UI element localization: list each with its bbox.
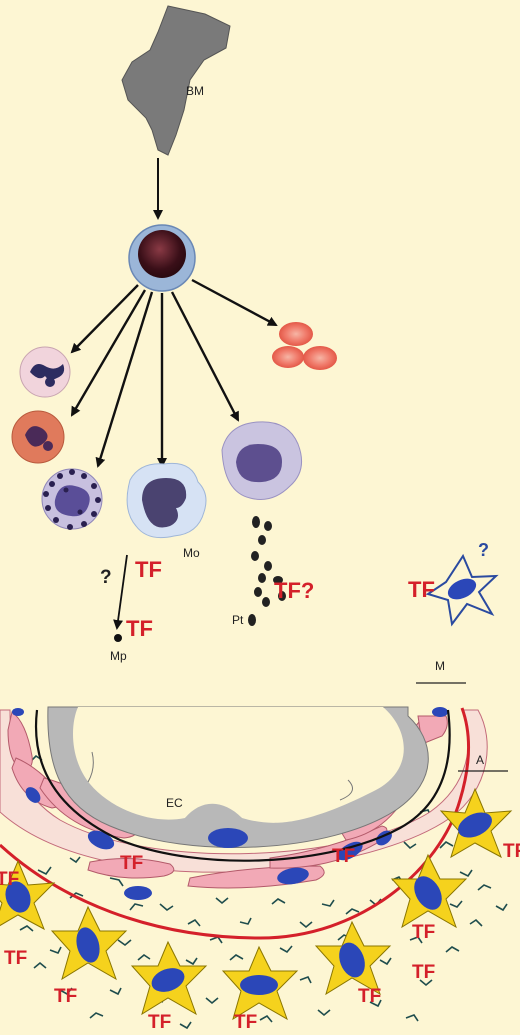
vessel-tf-label-9: TF — [358, 986, 381, 1007]
vessel-tf-label-10: TF — [412, 922, 435, 943]
star-cell-tf-label: TF — [408, 577, 435, 602]
monocyte-tf-label: TF — [135, 557, 162, 582]
external-elastic-lamina — [0, 707, 470, 940]
mp-label: Mp — [110, 649, 127, 663]
vessel-tf-label-2: TF — [332, 846, 355, 867]
endothelial-nucleus — [208, 828, 248, 848]
vessel-tf-label-6: TF — [54, 986, 77, 1007]
vessel-cross-section — [0, 706, 513, 1030]
monocyte-to-microparticle-arrow — [113, 554, 128, 630]
megakaryocyte-cell — [221, 421, 303, 500]
platelets — [248, 516, 286, 626]
bm-label: BM — [186, 84, 204, 98]
a-label: A — [476, 753, 484, 767]
vessel-tf-label-1: TF — [120, 853, 143, 874]
differentiation-arrows — [70, 278, 278, 468]
vessel-lumen — [73, 707, 404, 823]
vessel-tf-label-7: TF — [148, 1012, 171, 1033]
platelet-tf-question-label: TF? — [274, 578, 314, 603]
vessel-tf-label-8: TF — [234, 1012, 257, 1033]
neutrophil-cell — [19, 346, 71, 398]
vessel-tf-label-4: TF — [0, 869, 19, 890]
monocyte-cell — [126, 462, 207, 539]
microparticle-dot — [114, 634, 122, 642]
vessel-tf-label-5: TF — [4, 948, 27, 969]
basophil-cell — [41, 468, 103, 530]
pt-label: Pt — [232, 613, 244, 627]
m-label: M — [435, 659, 445, 673]
vessel-tf-label-11: TF — [412, 962, 435, 983]
ec-label: EC — [166, 796, 183, 810]
mo-label: Mo — [183, 546, 200, 560]
microparticle-question-mark: ? — [100, 567, 112, 588]
microparticle-tf-label: TF — [126, 616, 153, 641]
red-blood-cells — [272, 322, 337, 370]
star-cell-question-mark: ? — [478, 540, 489, 560]
bone-marrow-shape — [121, 5, 231, 156]
outline-star-cell — [425, 553, 499, 627]
adventitial-fibroblasts — [0, 787, 513, 1021]
eosinophil-cell — [11, 410, 65, 464]
stem-cell — [128, 224, 196, 292]
vessel-tf-label-3: TF — [503, 841, 520, 862]
